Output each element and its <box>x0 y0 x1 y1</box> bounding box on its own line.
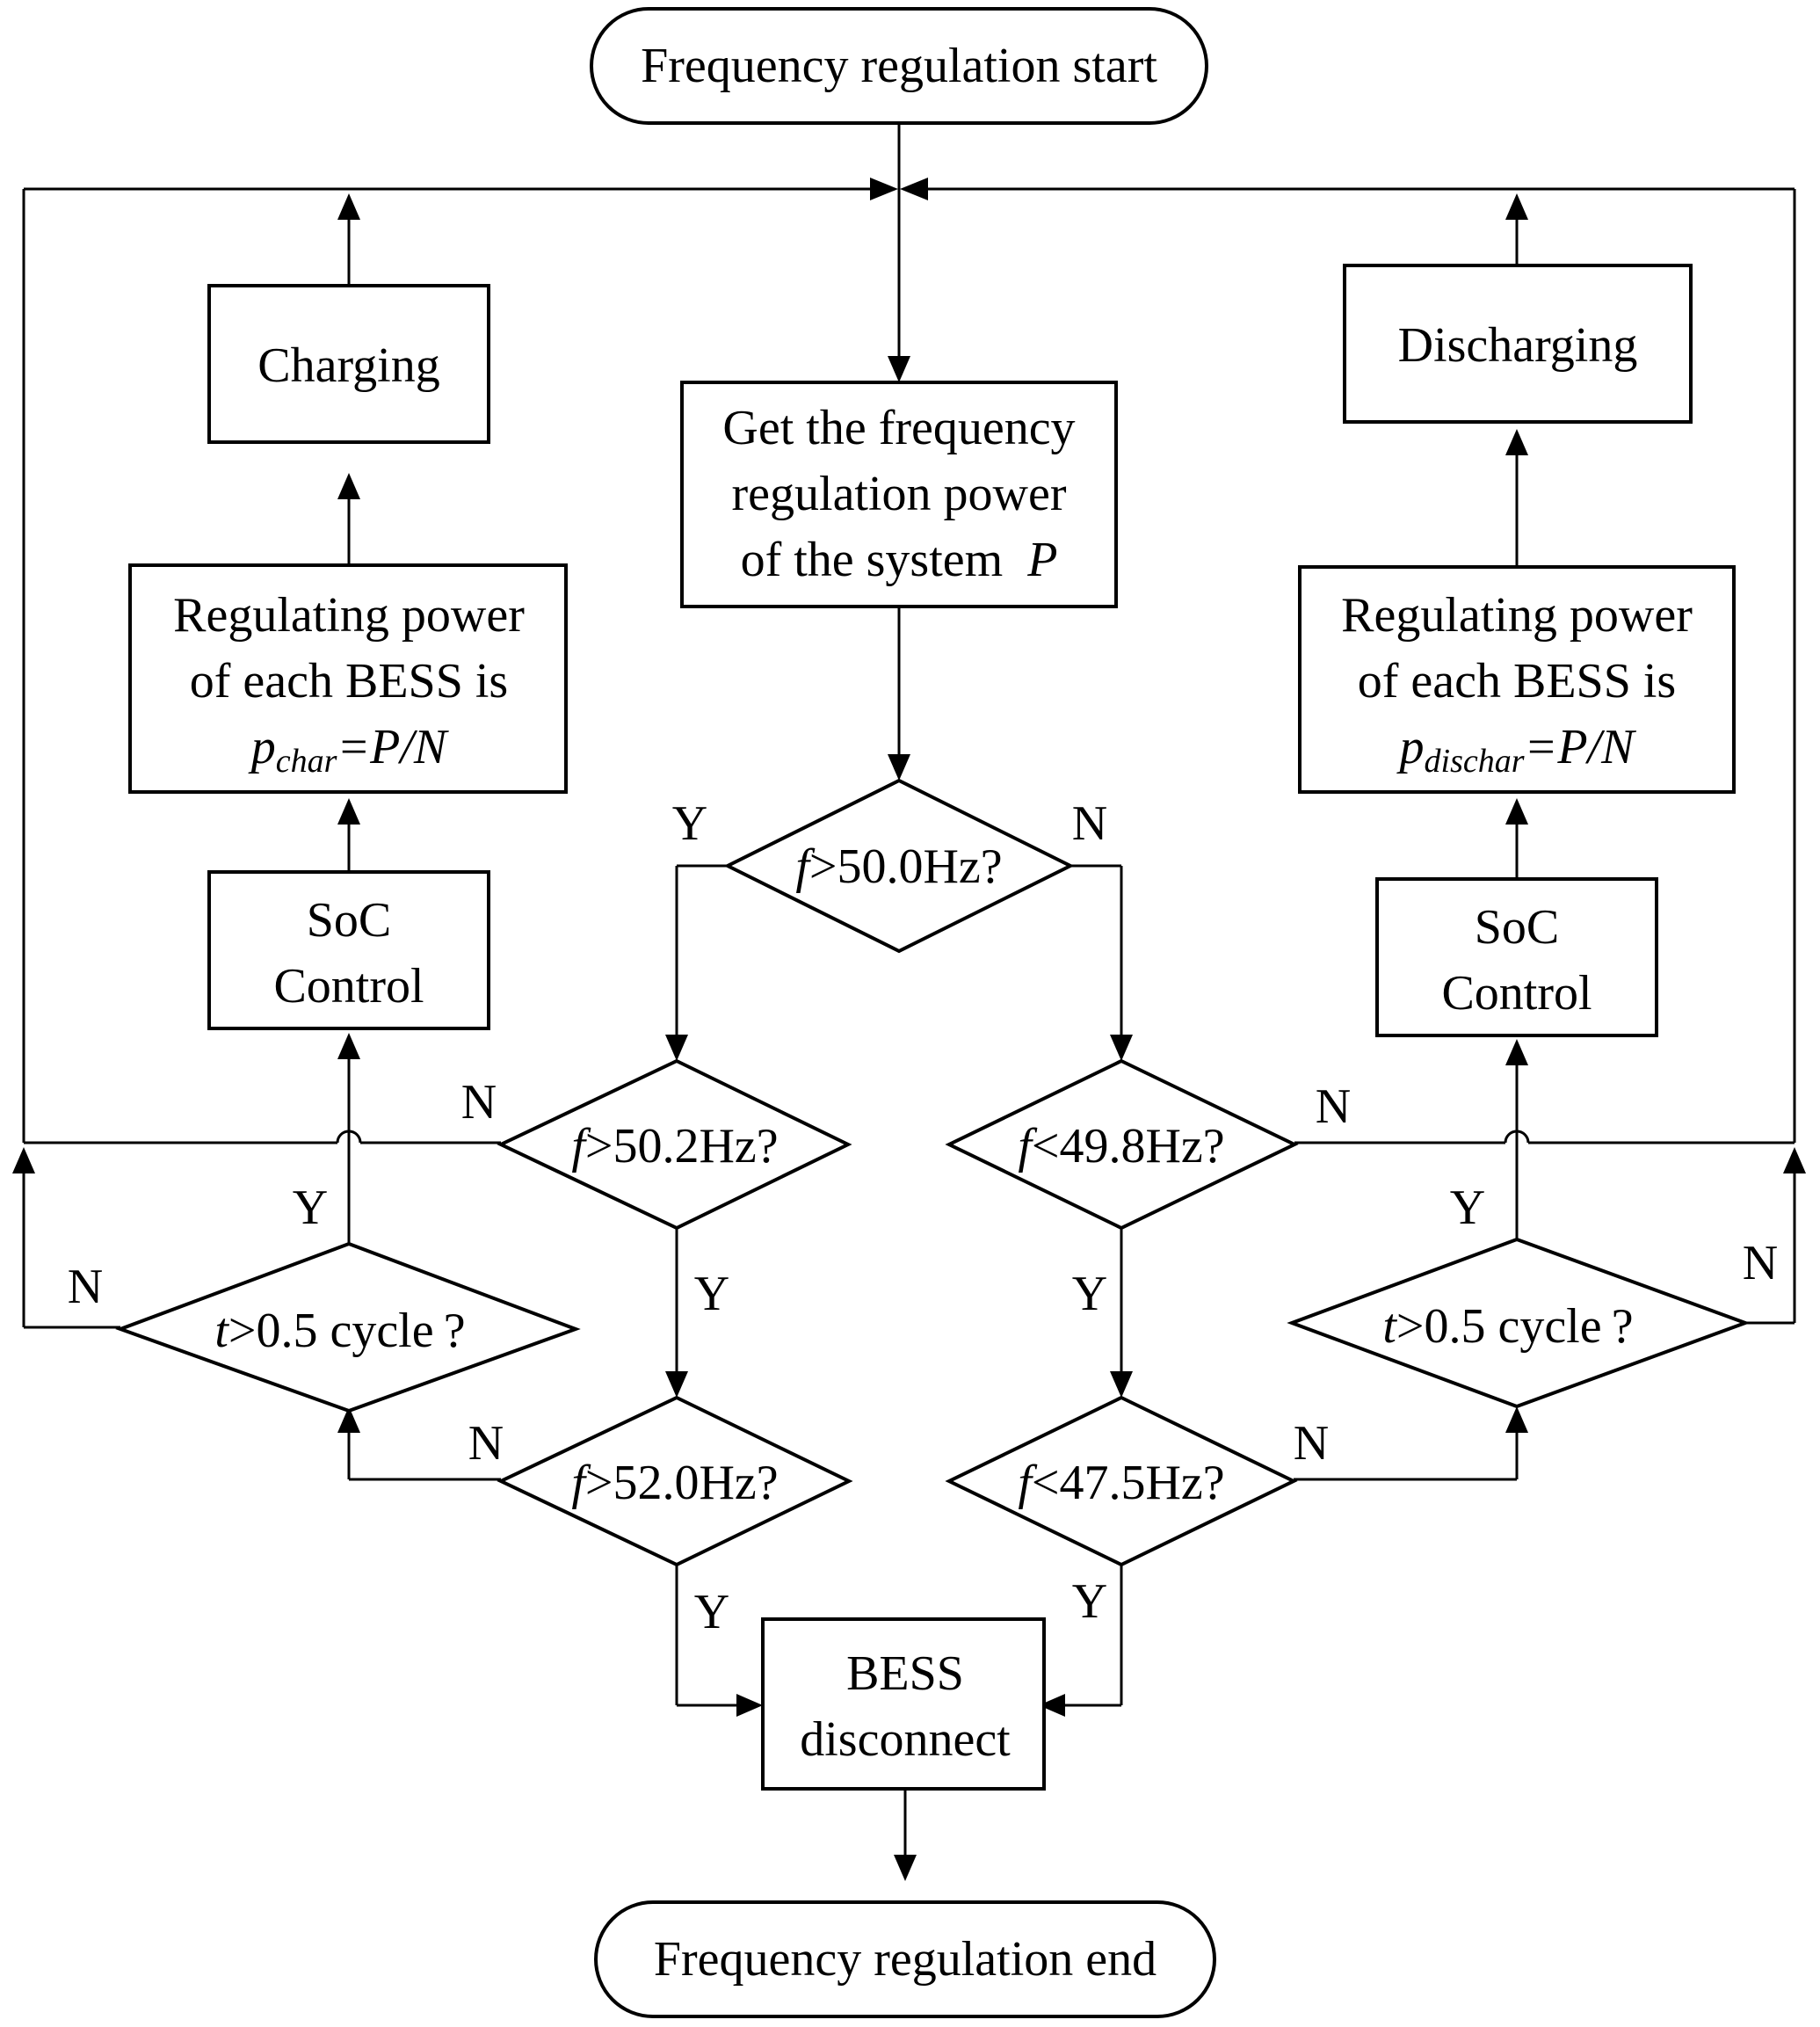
get-power-line-2: regulation power <box>732 467 1067 521</box>
svg-text:pdischar=P/N: pdischar=P/N <box>1396 720 1637 780</box>
get-power-line-3: of the system <box>741 533 1028 587</box>
discharging-label: Discharging <box>1398 318 1638 373</box>
reg-right-rhs: =P/N <box>1525 720 1637 774</box>
reg-right-line-2: of each BESS is <box>1358 654 1676 708</box>
label-n-t-left: N <box>68 1260 103 1314</box>
t-left-rest: >0.5 cycle ? <box>228 1304 466 1358</box>
label-y-d50-2: Y <box>694 1267 729 1321</box>
t-left-var: t <box>214 1304 229 1358</box>
label-n-d50-0: N <box>1072 796 1107 851</box>
svg-text:f>52.0Hz?: f>52.0Hz? <box>571 1456 778 1510</box>
label-n-t-right: N <box>1743 1236 1778 1290</box>
label-y-d50-0: Y <box>672 796 707 851</box>
branch-labels: Y N Y N Y N Y Y N N Y Y N N Y <box>68 796 1778 1639</box>
svg-text:f>50.0Hz?: f>50.0Hz? <box>795 839 1002 894</box>
connectors <box>22 123 1796 1855</box>
decision-f-gt-52-0: f>52.0Hz? <box>497 1395 853 1567</box>
svg-text:t>0.5 cycle ?: t>0.5 cycle ? <box>1382 1299 1633 1354</box>
label-y-d52-0: Y <box>694 1585 729 1639</box>
svg-text:t>0.5 cycle ?: t>0.5 cycle ? <box>214 1304 465 1358</box>
decision-t-left: t>0.5 cycle ? <box>115 1241 581 1413</box>
discharging-box: Discharging <box>1343 264 1693 424</box>
svg-text:of the system P: of the system P <box>741 533 1058 587</box>
svg-text:f>50.2Hz?: f>50.2Hz? <box>571 1119 778 1173</box>
get-power-line-1: Get the frequency <box>722 401 1075 455</box>
reg-left-rhs: =P/N <box>337 720 449 774</box>
disconnect-line-1: BESS <box>846 1646 964 1701</box>
label-n-d50-2-text: N <box>461 1075 497 1130</box>
decision-f-gt-50-0: f>50.0Hz? <box>723 778 1075 954</box>
end-terminal: Frequency regulation end <box>594 1900 1216 2018</box>
label-n-d49-8: N <box>1316 1079 1351 1134</box>
decision-t-right: t>0.5 cycle ? <box>1287 1237 1751 1409</box>
t-right-var: t <box>1382 1299 1397 1354</box>
power-symbol: P <box>1026 533 1057 587</box>
regulating-power-right-box: Regulating power of each BESS is pdischa… <box>1298 565 1736 794</box>
charging-box: Charging <box>207 284 490 444</box>
reg-right-var: p <box>1396 720 1425 774</box>
d52-0-rest: >52.0Hz? <box>585 1456 779 1510</box>
d49-8-rest: <49.8Hz? <box>1032 1119 1225 1173</box>
label-y-d49-8: Y <box>1072 1267 1107 1321</box>
reg-right-sub: dischar <box>1425 743 1525 780</box>
d50-0-rest: >50.0Hz? <box>809 839 1003 894</box>
get-power-box: Get the frequency regulation power of th… <box>680 381 1118 608</box>
end-label: Frequency regulation end <box>654 1932 1157 1987</box>
decision-f-lt-49-8: f<49.8Hz? <box>945 1058 1299 1231</box>
decision-f-gt-50-2: f>50.2Hz? <box>497 1058 852 1231</box>
label-n-d47-5: N <box>1294 1416 1329 1471</box>
disconnect-line-2: disconnect <box>800 1712 1011 1767</box>
d47-5-rest: <47.5Hz? <box>1032 1456 1225 1510</box>
reg-left-line-1: Regulating power <box>173 588 525 643</box>
soc-left-line-1: SoC <box>307 893 392 948</box>
soc-control-left-box: SoC Control <box>207 870 490 1030</box>
svg-text:f<47.5Hz?: f<47.5Hz? <box>1018 1456 1224 1510</box>
label-y-d47-5: Y <box>1072 1574 1107 1629</box>
reg-left-sub: char <box>276 743 337 780</box>
label-y-t-left: Y <box>293 1181 328 1235</box>
bess-disconnect-box: BESS disconnect <box>761 1617 1046 1791</box>
start-label: Frequency regulation start <box>641 39 1157 93</box>
label-y-t-right: Y <box>1450 1181 1485 1235</box>
label-n-d52-0: N <box>468 1416 504 1471</box>
start-terminal: Frequency regulation start <box>590 7 1208 125</box>
reg-left-line-2: of each BESS is <box>190 654 508 708</box>
svg-text:pchar=P/N: pchar=P/N <box>248 720 449 780</box>
arrowheads <box>12 178 1806 1881</box>
regulating-power-left-box: Regulating power of each BESS is pchar=P… <box>128 563 568 794</box>
reg-left-var: p <box>248 720 276 774</box>
t-right-rest: >0.5 cycle ? <box>1396 1299 1634 1354</box>
charging-label: Charging <box>257 338 439 393</box>
soc-right-line-1: SoC <box>1475 900 1560 955</box>
soc-left-line-2: Control <box>273 959 424 1014</box>
decision-f-lt-47-5: f<47.5Hz? <box>945 1395 1298 1567</box>
reg-right-line-1: Regulating power <box>1341 588 1693 643</box>
soc-right-line-2: Control <box>1441 966 1592 1021</box>
soc-control-right-box: SoC Control <box>1375 877 1658 1037</box>
svg-text:f<49.8Hz?: f<49.8Hz? <box>1018 1119 1224 1173</box>
d50-2-rest: >50.2Hz? <box>585 1119 779 1173</box>
